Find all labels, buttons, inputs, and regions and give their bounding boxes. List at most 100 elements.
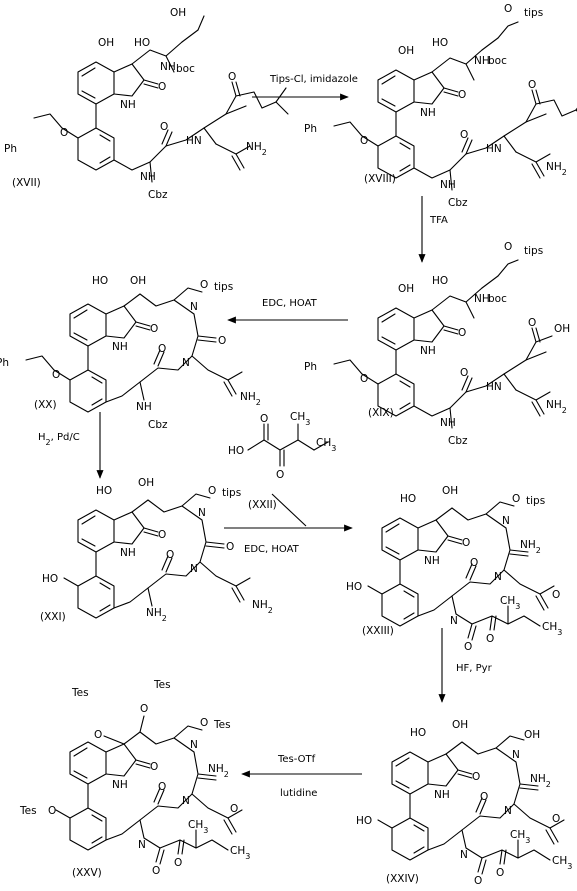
svg-text:NH2: NH2 — [546, 161, 567, 177]
svg-text:HN: HN — [486, 381, 502, 393]
svg-text:O: O — [158, 343, 166, 355]
svg-text:Tes: Tes — [19, 805, 37, 817]
compound-xvii: OH HO OH NH boc NH O O HN O NH2 NH Cbz P… — [4, 7, 289, 201]
compound-label-xxiv: (XXIV) — [386, 873, 419, 885]
svg-text:O: O — [480, 791, 488, 803]
svg-text:O: O — [260, 413, 268, 425]
compound-xix: O tips HO OH NH boc NH O O OH HN O NH2 N… — [304, 241, 570, 447]
svg-text:NH2: NH2 — [146, 607, 167, 623]
svg-text:O: O — [464, 641, 472, 653]
svg-text:TFA: TFA — [429, 215, 448, 226]
svg-text:CH3: CH3 — [316, 437, 336, 453]
svg-text:HO: HO — [42, 573, 58, 585]
svg-text:NH: NH — [140, 171, 156, 183]
arrow-step-5: EDC, HOAT — [224, 493, 353, 555]
svg-text:Ph: Ph — [4, 143, 17, 155]
svg-text:O: O — [472, 771, 480, 783]
svg-text:OH: OH — [138, 477, 154, 489]
svg-text:OH: OH — [452, 719, 468, 731]
svg-text:HO: HO — [92, 275, 108, 287]
svg-text:Cbz: Cbz — [448, 197, 468, 209]
svg-text:NH: NH — [440, 417, 456, 429]
compound-xxii: O HO O CH3 CH3 — [228, 411, 336, 481]
svg-text:O: O — [228, 71, 236, 83]
svg-text:OH: OH — [398, 283, 414, 295]
svg-text:NH2: NH2 — [240, 391, 261, 407]
arrow-step-6: HF, Pyr — [438, 628, 493, 703]
svg-text:NH2: NH2 — [530, 773, 551, 789]
arrow-step-1: Tips-Cl, imidazole — [252, 74, 358, 101]
svg-text:O: O — [158, 81, 166, 93]
svg-text:NH2: NH2 — [208, 763, 229, 779]
svg-text:O: O — [470, 557, 478, 569]
svg-text:O: O — [552, 589, 560, 601]
svg-text:NH: NH — [112, 341, 128, 353]
svg-text:HO: HO — [400, 493, 416, 505]
svg-text:O: O — [200, 717, 208, 729]
svg-text:O: O — [152, 865, 160, 877]
svg-text:O: O — [458, 327, 466, 339]
svg-text:HO: HO — [96, 485, 112, 497]
svg-text:O: O — [528, 79, 536, 91]
svg-text:O: O — [496, 867, 504, 879]
svg-text:O: O — [150, 323, 158, 335]
svg-text:N: N — [512, 749, 520, 761]
svg-text:tips: tips — [222, 487, 241, 499]
svg-text:CH3: CH3 — [290, 411, 310, 427]
svg-text:HO: HO — [410, 727, 426, 739]
svg-text:O: O — [94, 729, 102, 741]
svg-text:OH: OH — [98, 37, 114, 49]
svg-text:Tips-Cl, imidazole: Tips-Cl, imidazole — [269, 74, 358, 85]
svg-text:Tes-OTf: Tes-OTf — [277, 754, 316, 765]
svg-text:boc: boc — [488, 55, 507, 67]
svg-text:O: O — [462, 537, 470, 549]
svg-text:O: O — [52, 369, 60, 381]
arrow-step-7: Tes-OTf lutidine — [241, 754, 362, 799]
svg-text:NH2: NH2 — [252, 599, 273, 615]
svg-text:CH3: CH3 — [510, 829, 530, 845]
compound-xxi: OH HO O tips N NH O O N O NH2 NH2 HO — [42, 477, 273, 623]
svg-text:tips: tips — [526, 495, 545, 507]
svg-text:N: N — [138, 839, 146, 851]
svg-text:Tes: Tes — [213, 719, 231, 731]
svg-text:O: O — [504, 241, 512, 253]
svg-text:NH: NH — [440, 179, 456, 191]
svg-text:CH3: CH3 — [188, 819, 208, 835]
svg-text:O: O — [200, 279, 208, 291]
compound-label-xxv: (XXV) — [72, 867, 102, 879]
svg-text:O: O — [360, 373, 368, 385]
svg-text:OH: OH — [554, 323, 570, 335]
svg-text:NH: NH — [474, 55, 490, 67]
svg-text:O: O — [158, 781, 166, 793]
svg-text:NH2: NH2 — [546, 399, 567, 415]
svg-text:NH2: NH2 — [520, 539, 541, 555]
svg-text:Cbz: Cbz — [448, 435, 468, 447]
svg-text:N: N — [460, 849, 468, 861]
svg-text:N: N — [198, 507, 206, 519]
svg-text:Tes: Tes — [153, 679, 171, 691]
svg-text:HO: HO — [346, 581, 362, 593]
svg-text:NH: NH — [112, 779, 128, 791]
svg-text:Cbz: Cbz — [148, 419, 168, 431]
svg-text:O: O — [486, 633, 494, 645]
svg-text:O: O — [504, 3, 512, 15]
svg-text:N: N — [190, 301, 198, 313]
svg-text:O: O — [360, 135, 368, 147]
svg-text:NH: NH — [120, 99, 136, 111]
svg-text:O: O — [230, 803, 238, 815]
svg-text:O: O — [208, 485, 216, 497]
svg-text:O: O — [528, 317, 536, 329]
svg-text:O: O — [460, 129, 468, 141]
svg-text:N: N — [190, 563, 198, 575]
compound-label-xxiii: (XXIII) — [362, 625, 394, 637]
svg-text:NH: NH — [474, 293, 490, 305]
svg-text:H2, Pd/C: H2, Pd/C — [38, 432, 80, 447]
svg-text:O: O — [150, 761, 158, 773]
svg-text:NH2: NH2 — [246, 141, 267, 157]
compound-xx: OH HO O tips N NH O O N O NH2 NH Cbz Ph … — [0, 275, 261, 431]
svg-text:O: O — [166, 549, 174, 561]
svg-text:HO: HO — [356, 815, 372, 827]
svg-text:N: N — [190, 739, 198, 751]
svg-text:NH: NH — [434, 789, 450, 801]
